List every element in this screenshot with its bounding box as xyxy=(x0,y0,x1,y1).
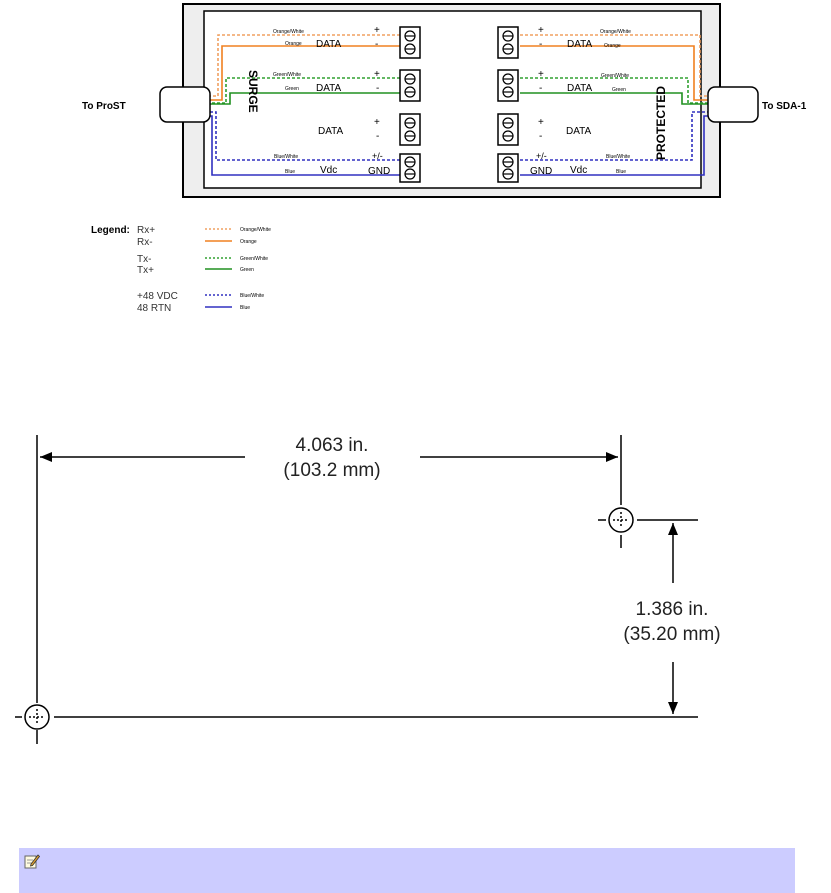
row-name: DATA xyxy=(566,126,592,137)
to-sda1-label: To SDA-1 xyxy=(762,101,807,112)
horizontal-inches: 4.063 in. xyxy=(296,435,369,456)
mounting-hole-icon xyxy=(608,507,634,533)
wire-label: Orange xyxy=(604,43,621,49)
wire-label: Green/White xyxy=(601,73,629,79)
legend-wire: Green/White xyxy=(240,256,268,262)
wire-label: Blue xyxy=(285,169,295,175)
row-sign: + xyxy=(374,25,380,36)
wire-label: Blue xyxy=(616,169,626,175)
right-wires xyxy=(520,34,710,176)
legend-label: Rx- xyxy=(137,237,153,248)
right-connector xyxy=(707,86,759,123)
note-pencil-icon xyxy=(24,854,40,869)
wiring-diagram: To ProST To SDA-1 SURGE PROTECTED Orange… xyxy=(82,3,807,314)
row-sign: +/- xyxy=(372,151,383,161)
note-box xyxy=(19,848,795,893)
row-name: Vdc xyxy=(570,165,587,176)
wire-label: Blue/White xyxy=(274,154,298,160)
terminal-screws xyxy=(404,30,514,180)
legend-wire: Orange xyxy=(240,239,257,245)
to-prost-label: To ProST xyxy=(82,101,126,112)
legend-wire: Green xyxy=(240,267,254,273)
horizontal-mm: (103.2 mm) xyxy=(283,460,380,481)
legend-label: Tx- xyxy=(137,254,151,265)
row-sign2: - xyxy=(376,131,379,142)
vertical-inches: 1.386 in. xyxy=(636,599,709,620)
wire-label: Green xyxy=(612,87,626,93)
legend-wire: Blue xyxy=(240,305,250,311)
legend-label: Rx+ xyxy=(137,225,155,236)
wire-label: Orange xyxy=(285,41,302,47)
wire-label: Orange/White xyxy=(273,29,304,35)
legend-label: 48 RTN xyxy=(137,303,171,314)
wire-label: Orange/White xyxy=(600,29,631,35)
row-sign: + xyxy=(538,117,544,128)
row-name: DATA xyxy=(318,126,344,137)
wire-label: Blue/White xyxy=(606,154,630,160)
mounting-hole-icon xyxy=(24,704,50,730)
mounting-diagram xyxy=(15,435,698,744)
vertical-mm: (35.20 mm) xyxy=(623,624,720,645)
row-sign: + xyxy=(538,25,544,36)
wire-label: Green xyxy=(285,86,299,92)
wire-label: Green/White xyxy=(273,72,301,78)
row-sign: + xyxy=(538,69,544,80)
row-name: DATA xyxy=(567,39,593,50)
row-sign2: - xyxy=(539,39,542,50)
legend-wire: Blue/White xyxy=(240,293,264,299)
legend-title: Legend: xyxy=(91,225,130,236)
row-name: DATA xyxy=(567,83,593,94)
enclosure-panel xyxy=(203,10,702,189)
row-name: Vdc xyxy=(320,165,337,176)
row-sign2: - xyxy=(375,39,378,50)
row-sign: + xyxy=(374,117,380,128)
protected-label: PROTECTED xyxy=(654,86,668,160)
row-sign2: - xyxy=(539,131,542,142)
left-row-labels: Orange/White Orange DATA + - Green/White… xyxy=(273,25,390,177)
row-sign2: - xyxy=(376,83,379,94)
right-row-labels: Orange/White Orange DATA + - Green/White… xyxy=(530,25,631,177)
row-sign2: GND xyxy=(368,166,390,177)
row-sign: +/- xyxy=(536,151,547,161)
row-sign: + xyxy=(374,69,380,80)
legend-label: Tx+ xyxy=(137,265,154,276)
surge-label: SURGE xyxy=(246,70,260,113)
left-connector xyxy=(159,86,211,123)
row-sign2: GND xyxy=(530,166,552,177)
dimension-labels: 4.063 in. (103.2 mm) 1.386 in. (35.20 mm… xyxy=(283,435,720,645)
row-name: DATA xyxy=(316,39,342,50)
row-sign2: - xyxy=(539,83,542,94)
legend-wire: Orange/White xyxy=(240,227,271,233)
row-name: DATA xyxy=(316,83,342,94)
legend-label: +48 VDC xyxy=(137,291,178,302)
legend: Legend: Rx+ Orange/White Rx- Orange Tx- … xyxy=(91,225,271,314)
